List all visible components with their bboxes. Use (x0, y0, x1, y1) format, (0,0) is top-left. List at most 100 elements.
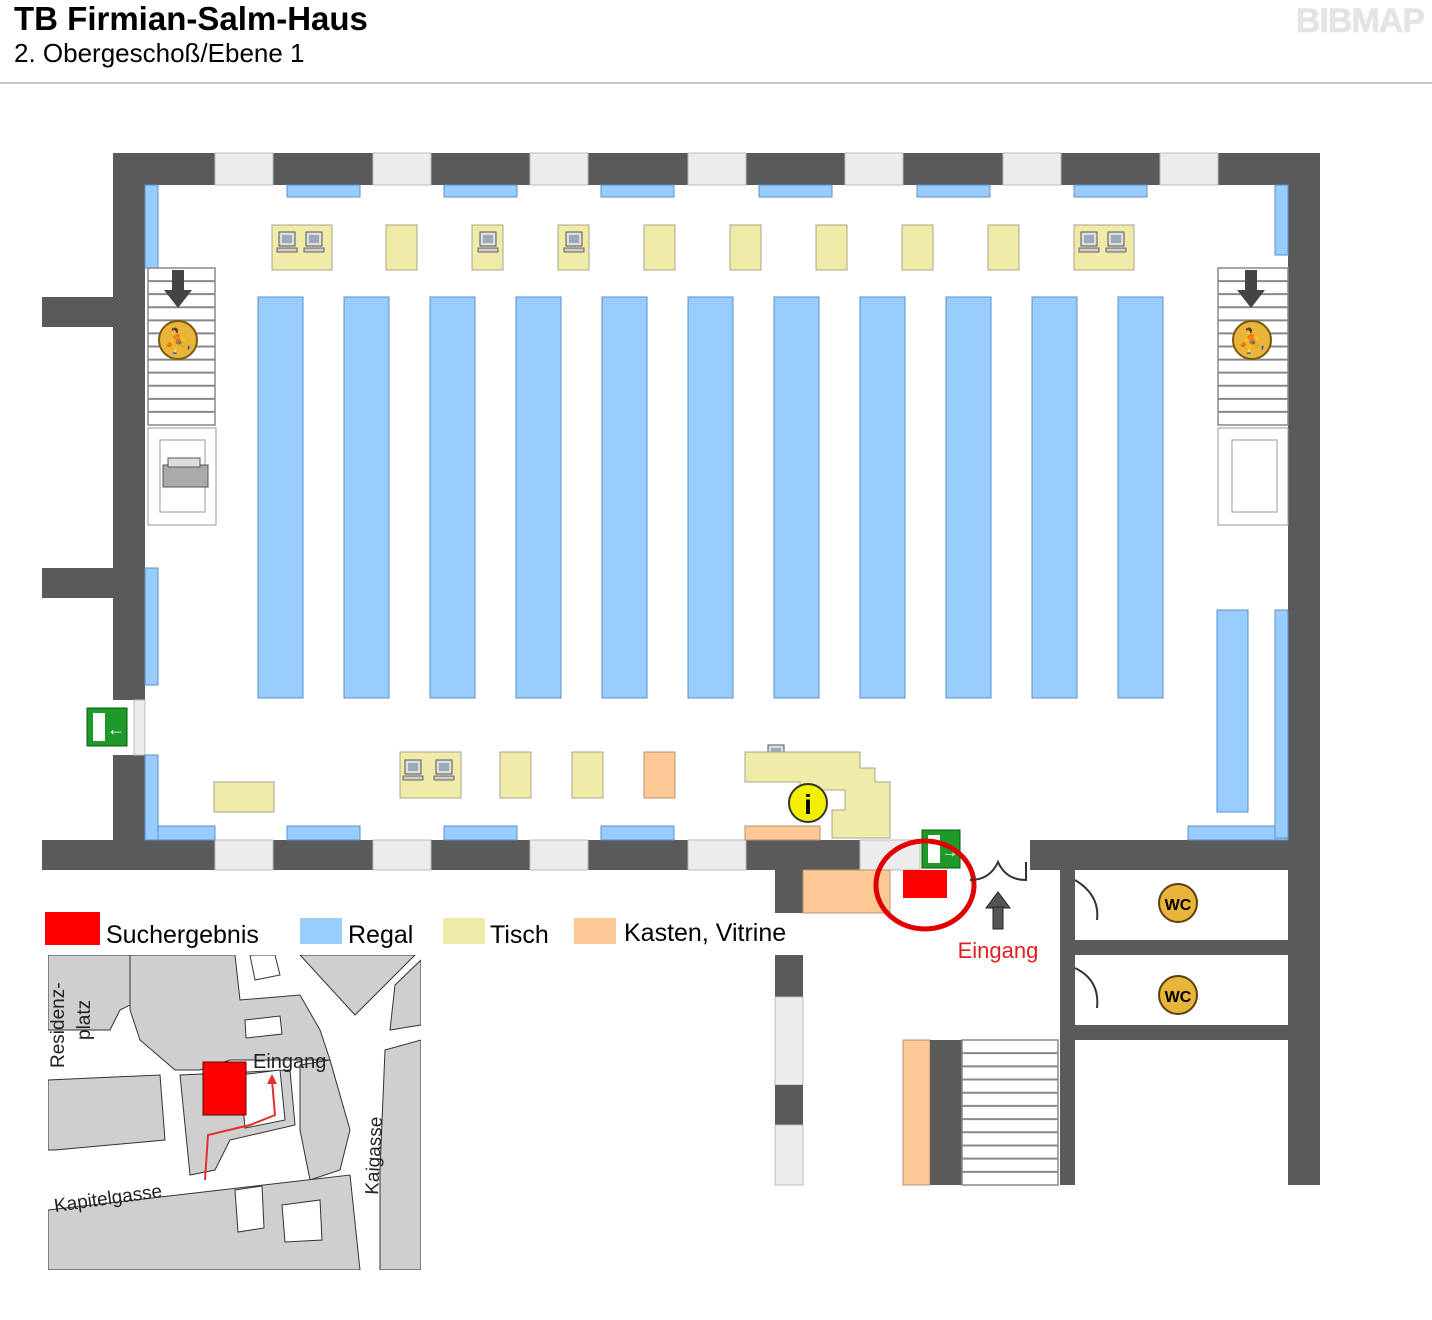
computer-icon (303, 231, 325, 253)
legend-label: Regal (348, 921, 413, 949)
shelf (601, 296, 648, 699)
table (901, 224, 934, 271)
shelf-rows (257, 296, 1164, 699)
tables (213, 224, 1135, 813)
wall-shelf (286, 184, 361, 198)
window (214, 152, 274, 186)
floor-subtitle: 2. Obergeschoß/Ebene 1 (14, 38, 305, 68)
wall-shelf (1073, 184, 1148, 198)
computer-icon (563, 231, 585, 253)
info-icon: i (788, 783, 828, 823)
window (687, 839, 747, 871)
legend-swatch-table (443, 918, 485, 944)
shelf (515, 296, 562, 699)
svg-text:WC: WC (1165, 897, 1192, 914)
wall-shelf (600, 184, 675, 198)
computer-icon (1105, 231, 1127, 253)
svg-text:WC: WC (1165, 989, 1192, 1006)
legend-swatch-case (574, 918, 616, 944)
shelf (687, 296, 734, 699)
emergency-exit-icon: ← (86, 707, 128, 747)
legend-swatch-search-result (45, 912, 100, 945)
minimap-label-kaigasse: Kaigasse (362, 1116, 387, 1195)
wall-shelf (286, 825, 361, 841)
wall-shelf (1216, 609, 1249, 813)
table (643, 224, 676, 271)
arrow-down-icon (164, 270, 192, 308)
arrow-down-icon (1237, 270, 1265, 308)
window (1159, 152, 1219, 186)
stairs-person-icon: ⛹ (158, 320, 198, 360)
display-case (902, 1039, 931, 1186)
minimap-label-residenzplatz: Residenz- (48, 982, 69, 1068)
wc-door (1074, 879, 1099, 921)
table (385, 224, 418, 271)
shelf (1031, 296, 1078, 699)
wall-block (930, 1040, 962, 1185)
svg-text:←: ← (107, 719, 125, 739)
svg-text:⛹: ⛹ (163, 326, 193, 355)
legend: Suchergebnis Regal Tisch Kasten, Vitrine (45, 912, 786, 949)
table (399, 751, 462, 799)
location-minimap: Eingang Residenz- platz Kapitelgasse Kai… (48, 955, 421, 1270)
shelf (343, 296, 390, 699)
window (1002, 152, 1062, 186)
legend-swatch-shelf (300, 918, 342, 944)
wall-shelf (1274, 184, 1289, 256)
table (213, 781, 275, 813)
search-result-marker[interactable] (903, 870, 947, 898)
shelf (945, 296, 992, 699)
wc-icon: WC (1158, 883, 1198, 923)
computer-icon (276, 231, 298, 253)
wall-shelf (600, 825, 675, 841)
computer-icon (433, 759, 455, 781)
table (815, 224, 848, 271)
wall-shelf (1274, 609, 1289, 839)
minimap-building-highlight (202, 1061, 247, 1116)
wall-shelf (157, 825, 216, 841)
display-case (643, 751, 676, 799)
windows (214, 152, 1219, 871)
shelf (1117, 296, 1164, 699)
svg-text:i: i (804, 789, 812, 820)
display-case (744, 825, 821, 841)
table (571, 751, 604, 799)
table (987, 224, 1020, 271)
page-title: TB Firmian-Salm-Haus (14, 0, 368, 37)
wall-shelf (1187, 825, 1289, 841)
arrow-up-icon (985, 891, 1011, 930)
bibmap-logo: BIBMAP (1295, 2, 1425, 40)
copier-nook (147, 427, 1289, 526)
window (214, 839, 274, 871)
window (372, 839, 432, 871)
window (529, 839, 589, 871)
legend-label: Tisch (490, 921, 549, 949)
shelf (859, 296, 906, 699)
wall-shelf (916, 184, 991, 198)
window (687, 152, 747, 186)
window (372, 152, 432, 186)
legend-label: Kasten, Vitrine (624, 919, 786, 947)
window (529, 152, 589, 186)
wall-shelf (144, 754, 159, 841)
computer-icon (402, 759, 424, 781)
entrance-label: Eingang (958, 938, 1039, 963)
wall-shelf (443, 184, 518, 198)
minimap-label-platz: platz (74, 1000, 95, 1040)
search-result-highlight-circle (873, 838, 977, 932)
computer-icon (1078, 231, 1100, 253)
staircase (961, 1039, 1059, 1186)
computer-icon (477, 231, 499, 253)
shelf (429, 296, 476, 699)
shelf (773, 296, 820, 699)
minimap-route (204, 1079, 277, 1181)
table (729, 224, 762, 271)
table (499, 751, 532, 799)
copier-icon (162, 457, 209, 488)
wall-shelf (144, 184, 159, 269)
stairs-person-icon: ⛹ (1232, 320, 1272, 360)
svg-text:⛹: ⛹ (1237, 326, 1267, 355)
entrance-door (969, 859, 1027, 882)
header-divider (0, 82, 1432, 84)
